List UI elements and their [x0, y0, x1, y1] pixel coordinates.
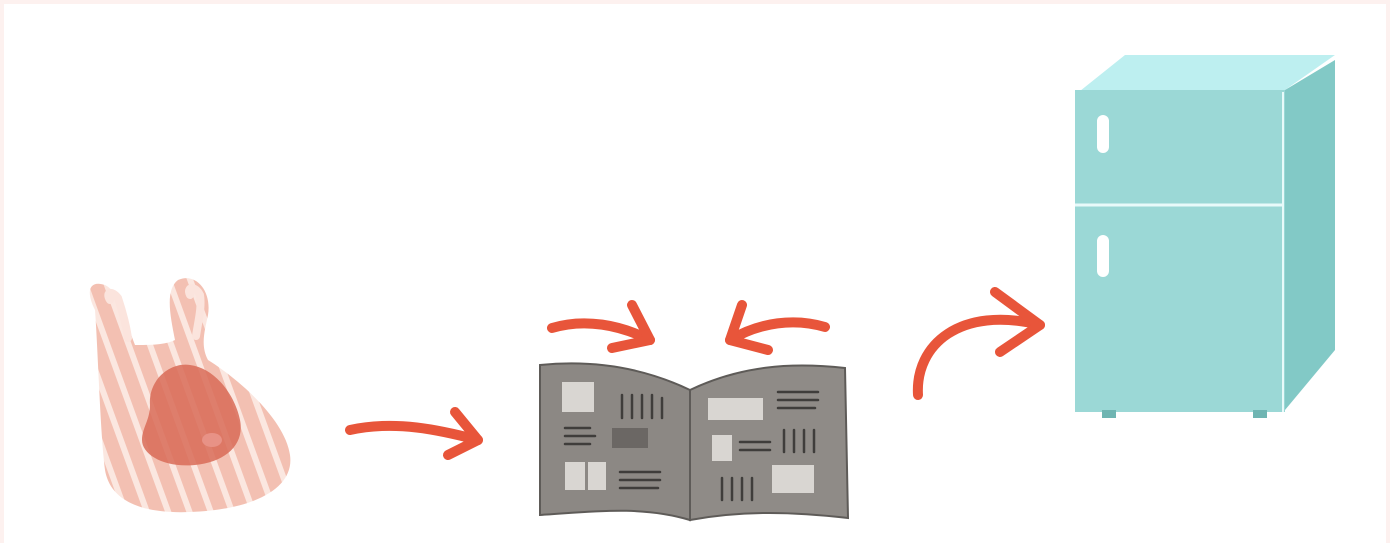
arrow-fold-left: [552, 305, 650, 348]
arrow-bag-to-newspaper: [350, 412, 478, 455]
arrow-fold-right: [730, 305, 825, 350]
newspaper-wrap-icon: [540, 363, 848, 520]
fridge-handle-bottom: [1097, 235, 1109, 277]
refrigerator-icon: [1075, 55, 1335, 418]
meat-fat: [202, 433, 222, 447]
fridge-side: [1285, 60, 1335, 410]
fridge-handle-top: [1097, 115, 1109, 153]
plastic-bag-with-meat-icon: [90, 278, 291, 512]
arrow-newspaper-to-fridge: [918, 292, 1040, 395]
